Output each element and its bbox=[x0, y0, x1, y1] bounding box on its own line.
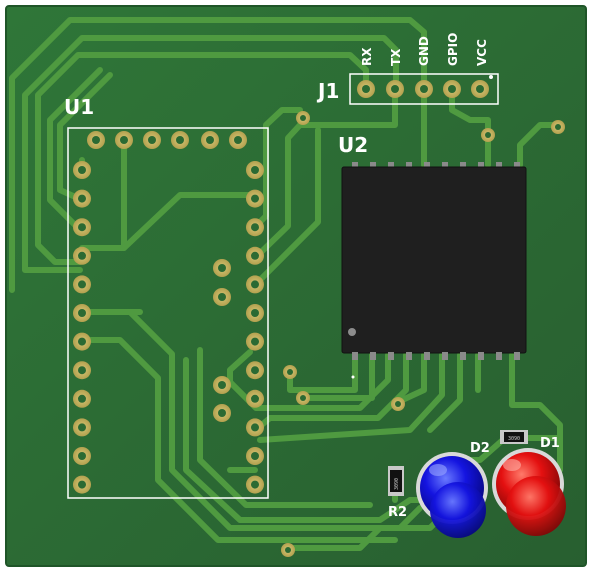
u1-right-pad-hole bbox=[251, 423, 259, 432]
j1-pin-label-vcc: VCC bbox=[475, 39, 489, 66]
u1-left-pad-hole bbox=[78, 309, 86, 317]
u1-top-pad-hole bbox=[176, 136, 184, 144]
via-hole bbox=[395, 401, 401, 407]
u1-left-pad-hole bbox=[78, 223, 86, 232]
u1-left-pad-hole bbox=[78, 251, 86, 260]
u2-label: U2 bbox=[338, 133, 368, 157]
u1-top-pad-hole bbox=[206, 136, 214, 144]
svg-text:3090: 3090 bbox=[508, 436, 520, 442]
via-hole bbox=[300, 115, 306, 121]
u1-right-pad-hole bbox=[251, 337, 259, 346]
via-hole bbox=[485, 132, 491, 138]
resistor-top: 3090 bbox=[500, 430, 528, 444]
u1-left-pad-hole bbox=[78, 194, 86, 203]
j1-pin1-marker bbox=[489, 75, 493, 79]
u1-right-pad-hole bbox=[251, 452, 259, 460]
j1-pin-label-gpio: GPIO bbox=[446, 33, 460, 66]
u1-inner-pad-hole bbox=[218, 409, 226, 417]
u1-top-pad-hole bbox=[92, 136, 100, 144]
u2-pins-top bbox=[352, 162, 520, 170]
u1-left-pad-hole bbox=[78, 480, 86, 489]
led-d1-red bbox=[492, 448, 566, 536]
u1-left-pad-hole bbox=[78, 366, 86, 375]
u1-left-pad-hole bbox=[78, 423, 86, 432]
j1-pad-hole bbox=[391, 85, 399, 93]
u1-outline bbox=[67, 127, 269, 499]
j1-pin-label-gnd: GND bbox=[417, 36, 431, 66]
via-hole bbox=[300, 395, 306, 401]
u1-right-pad-hole bbox=[251, 280, 259, 289]
copper-traces bbox=[9, 17, 563, 551]
u2-silk-dot bbox=[351, 375, 355, 379]
u1-top-pad-hole bbox=[120, 136, 128, 144]
u1-right-pad-hole bbox=[251, 194, 259, 203]
j1-label: J1 bbox=[316, 79, 339, 103]
u1-inner-pad-hole bbox=[218, 381, 226, 389]
j1-pin-labels: RX TX GND GPIO VCC bbox=[360, 33, 489, 66]
u1-left-pad-hole bbox=[78, 452, 86, 460]
u1-right-pad-hole bbox=[251, 309, 259, 317]
u1-label: U1 bbox=[64, 95, 94, 119]
u1-top-pad-hole bbox=[234, 136, 242, 144]
u2-pins-bottom bbox=[352, 352, 520, 360]
j1-outline bbox=[349, 73, 499, 105]
u1-left-pad-hole bbox=[78, 280, 86, 289]
u1-inner-pad-hole bbox=[218, 293, 226, 301]
d2-label: D2 bbox=[470, 441, 490, 456]
j1-pad-hole bbox=[448, 85, 456, 93]
via-hole bbox=[285, 547, 291, 553]
j1-pad-hole bbox=[362, 85, 370, 93]
j1-pin-label-rx: RX bbox=[360, 47, 374, 66]
d1-label: D1 bbox=[540, 436, 560, 451]
u1-left-pad-hole bbox=[78, 166, 86, 174]
u1-left-pad-hole bbox=[78, 394, 86, 403]
u1-inner-pad-hole bbox=[218, 264, 226, 272]
u2-pin1-dot bbox=[348, 328, 356, 336]
resistor-r2: 3090 bbox=[388, 466, 404, 496]
via-hole bbox=[287, 369, 293, 375]
u1-left-pad-hole bbox=[78, 337, 86, 346]
u1-right-pad-hole bbox=[251, 366, 259, 375]
u2-chip-body bbox=[341, 166, 527, 354]
u1-right-pad-hole bbox=[251, 394, 259, 403]
r2-label: R2 bbox=[388, 505, 407, 520]
u1-right-pad-hole bbox=[251, 480, 259, 489]
j1-pad-hole bbox=[420, 85, 428, 93]
svg-text:3090: 3090 bbox=[394, 478, 400, 490]
u1-top-pad-hole bbox=[148, 136, 156, 144]
through-hole-pads bbox=[73, 80, 565, 557]
led-d2-blue bbox=[416, 452, 488, 538]
j1-pin-label-tx: TX bbox=[389, 48, 403, 66]
j1-pad-hole bbox=[476, 85, 484, 93]
u1-right-pad-hole bbox=[251, 251, 259, 260]
u1-right-pad-hole bbox=[251, 166, 259, 174]
u1-right-pad-hole bbox=[251, 223, 259, 232]
via-hole bbox=[555, 124, 561, 130]
